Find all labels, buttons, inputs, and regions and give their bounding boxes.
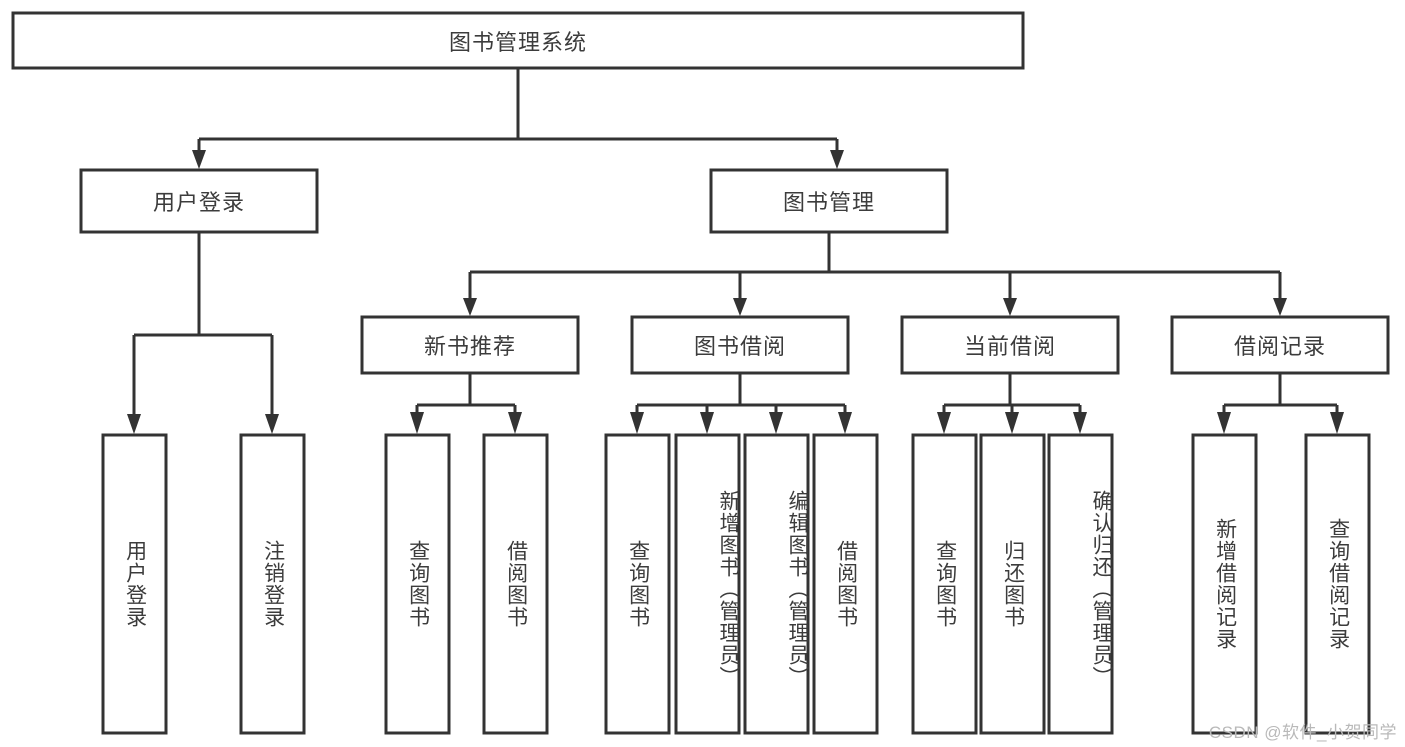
node-box-book-manage[interactable] — [709, 168, 949, 234]
node-box-borrow-record[interactable] — [1170, 315, 1390, 375]
arrow-head-icon — [265, 414, 279, 434]
arrow-head-icon — [700, 412, 714, 434]
node-box-book-borrow[interactable] — [630, 315, 850, 375]
connector-currentborrow-to-leaves — [937, 373, 1087, 434]
arrow-head-icon — [508, 412, 522, 434]
arrow-head-icon — [1330, 412, 1344, 434]
arrow-head-icon — [1273, 298, 1287, 316]
node-box-leaf-return-book[interactable] — [979, 433, 1046, 735]
arrow-head-icon — [1217, 412, 1231, 434]
arrow-head-icon — [1073, 412, 1087, 434]
arrow-head-icon — [769, 412, 783, 434]
node-box-current-borrow[interactable] — [900, 315, 1120, 375]
arrow-head-icon — [192, 150, 206, 169]
node-box-leaf-query-book-2[interactable] — [604, 433, 671, 735]
node-box-leaf-add-book[interactable] — [674, 433, 741, 735]
arrow-head-icon — [838, 412, 852, 434]
node-box-leaf-query-book-1[interactable] — [384, 433, 451, 735]
node-box-leaf-logout[interactable] — [239, 433, 306, 735]
csdn-watermark: CSDN @软件_小贺同学 — [1208, 723, 1397, 742]
connector-newbook-to-leaves — [410, 373, 522, 434]
connector-borrowrecord-to-leaves — [1217, 373, 1344, 434]
connector-bookborrow-to-leaves — [630, 373, 852, 434]
connector-userlogin-to-leaves — [127, 232, 279, 434]
arrow-head-icon — [1003, 298, 1017, 316]
node-box-leaf-add-record[interactable] — [1191, 433, 1258, 735]
arrow-head-icon — [937, 412, 951, 434]
arrow-head-icon — [733, 298, 747, 316]
node-box-user-login[interactable] — [79, 168, 319, 234]
node-box-root[interactable] — [11, 11, 1025, 70]
connector-root-to-level2 — [192, 68, 844, 169]
node-box-leaf-borrow-book-2[interactable] — [812, 433, 879, 735]
node-box-new-book-rec[interactable] — [360, 315, 580, 375]
arrow-head-icon — [127, 414, 141, 434]
node-box-leaf-query-book-3[interactable] — [911, 433, 978, 735]
arrow-head-icon — [1005, 412, 1019, 434]
node-box-leaf-borrow-book-1[interactable] — [482, 433, 549, 735]
connector-bookmanage-to-level3 — [463, 232, 1287, 316]
node-box-leaf-edit-book[interactable] — [743, 433, 810, 735]
node-box-leaf-user-login[interactable] — [101, 433, 168, 735]
arrow-head-icon — [410, 412, 424, 434]
node-box-leaf-query-record[interactable] — [1304, 433, 1371, 735]
arrow-head-icon — [830, 150, 844, 169]
arrow-head-icon — [630, 412, 644, 434]
arrow-head-icon — [463, 298, 477, 316]
node-box-leaf-confirm-return[interactable] — [1047, 433, 1114, 735]
